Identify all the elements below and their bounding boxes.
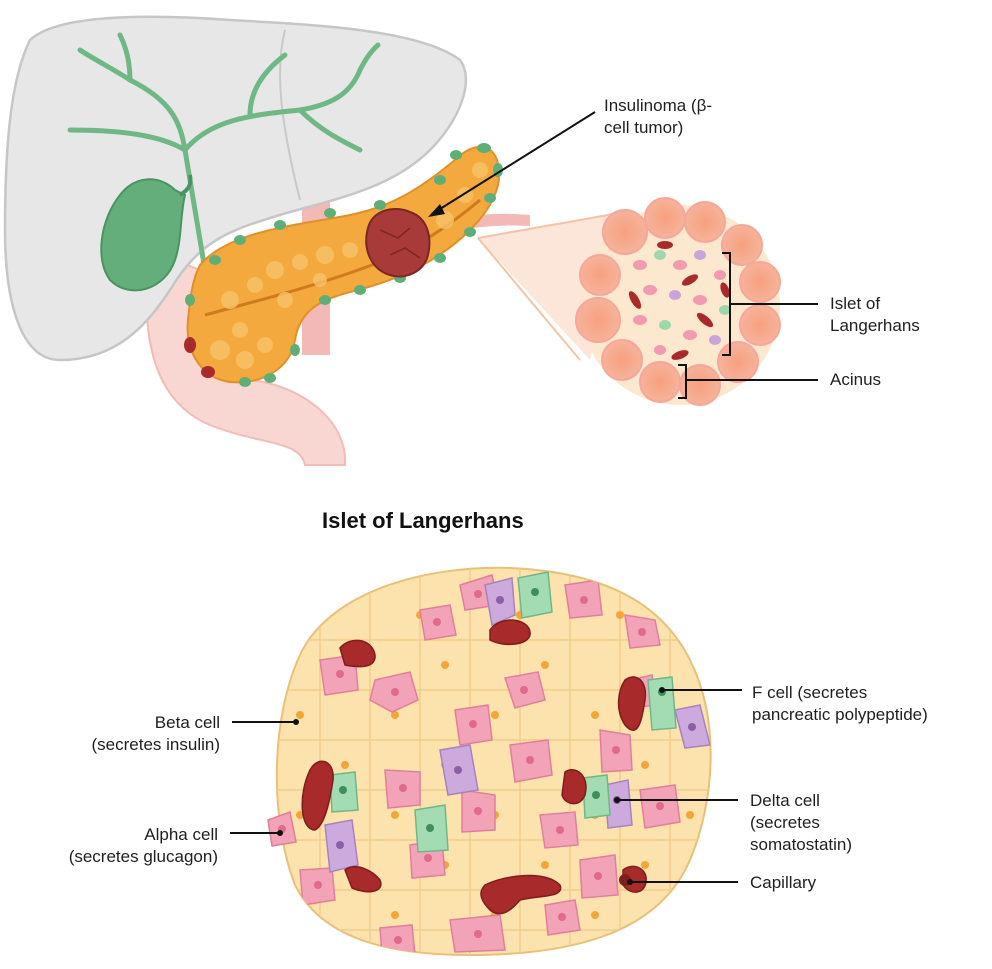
capillary-leader-dot — [627, 879, 633, 885]
alpha-leader-dot — [277, 830, 283, 836]
zoom-edge-top — [477, 211, 626, 239]
capillaries — [301, 619, 647, 915]
pancreas-tissue-zoom — [575, 197, 781, 406]
label-f-cell: F cell (secretes pancreatic polypeptide) — [752, 683, 928, 724]
label-acinus: Acinus — [830, 370, 882, 389]
insulinoma-tumor — [365, 208, 431, 278]
papilla-dot — [184, 337, 196, 353]
acinus-bracket — [678, 364, 687, 399]
insulinoma-arrowhead — [428, 204, 445, 217]
label-delta-cell: Delta cell (secretes somatostatin) — [750, 791, 853, 854]
zoom-edge-bottom — [477, 237, 581, 361]
delta-cells — [324, 577, 711, 873]
label-insulinoma: Insulinoma (β- cell tumor) — [604, 96, 713, 137]
label-capillary: Capillary — [750, 873, 817, 892]
pancreas-lobules — [210, 162, 488, 369]
beta-leader-dot — [293, 719, 299, 725]
liver-lobe-line — [279, 29, 301, 201]
islet-of-langerhans-large — [267, 566, 712, 957]
tumor-texture — [379, 227, 421, 259]
label-islet-small: Islet of Langerhans — [830, 294, 920, 335]
f-cell-leader-dot — [659, 687, 665, 693]
gallbladder — [100, 178, 187, 292]
pancreas-islets — [185, 143, 503, 387]
insulinoma-arrow — [431, 111, 596, 215]
papilla-dot — [201, 366, 215, 378]
diagram-title: Islet of Langerhans — [322, 508, 524, 533]
acini — [575, 197, 781, 406]
label-beta-cell: Beta cell (secretes insulin) — [91, 713, 221, 754]
alpha-cells — [299, 574, 681, 955]
mini-islet-cells — [628, 241, 731, 360]
delta-leader-dot — [614, 797, 620, 803]
cystic-duct — [178, 174, 193, 197]
label-alpha-cell: Alpha cell (secretes glucagon) — [68, 825, 218, 866]
